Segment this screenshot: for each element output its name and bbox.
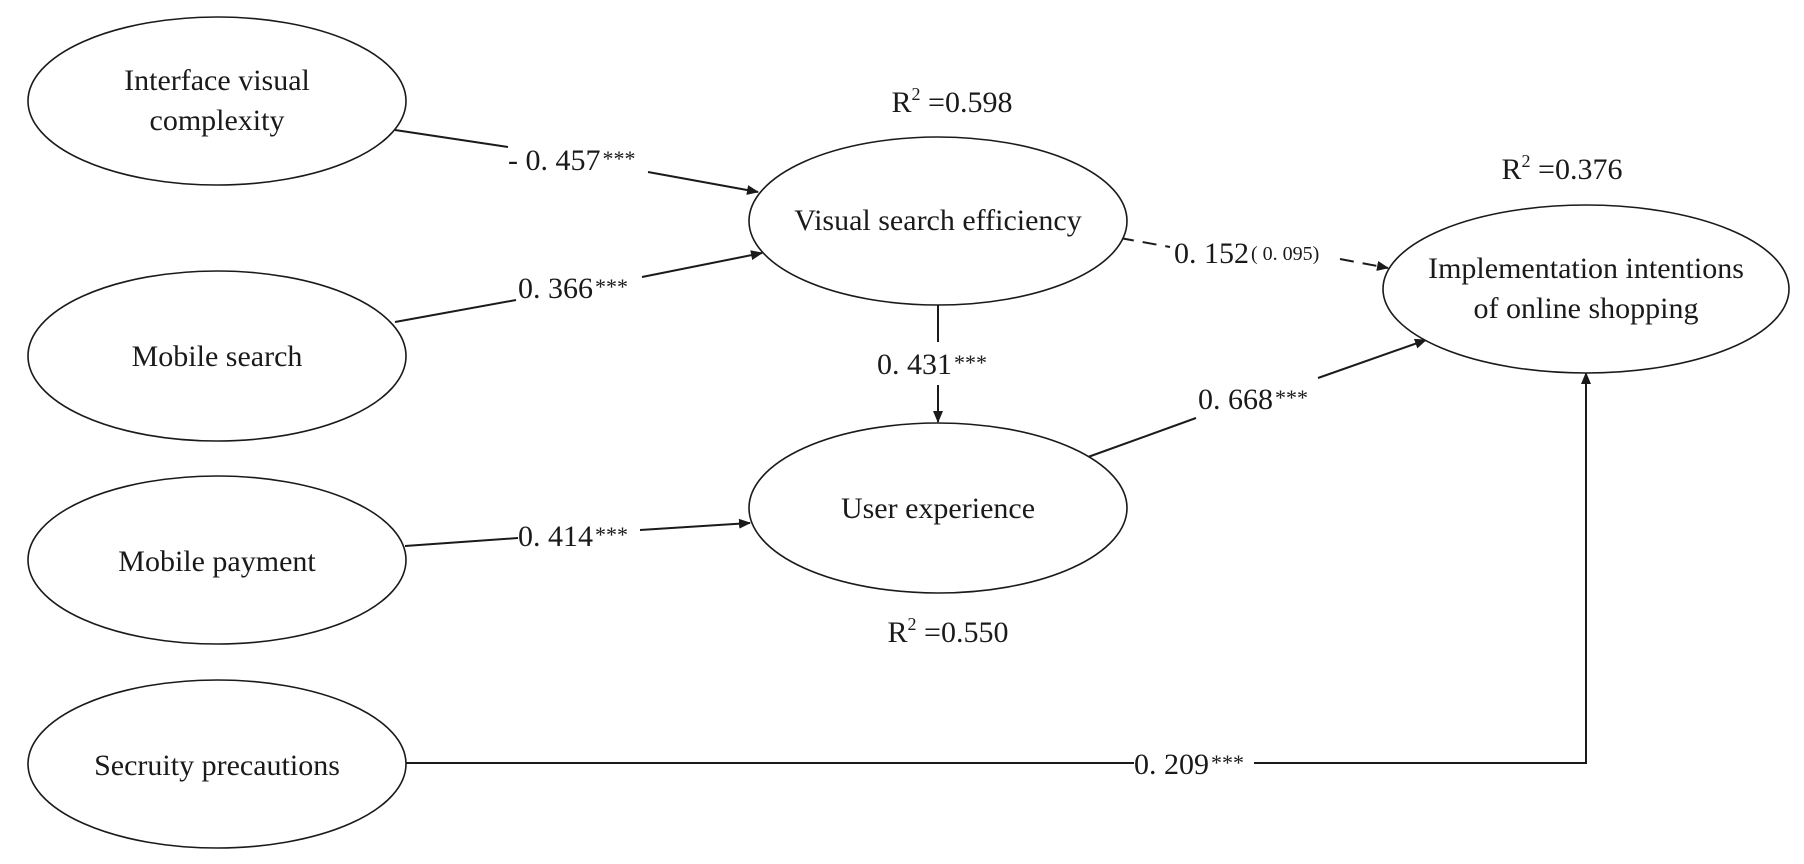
path-line xyxy=(1119,237,1171,248)
node-ellipse xyxy=(748,136,1128,306)
node-label: Visual search efficiency xyxy=(794,204,1082,237)
node-label: Secruity precautions xyxy=(94,749,340,782)
node-mobile-payment: Mobile payment xyxy=(27,475,407,645)
path-coefficient: 0. 414*** xyxy=(518,520,628,553)
node-label-line-2: complexity xyxy=(150,104,285,137)
path-arrow xyxy=(1317,338,1427,379)
path-line xyxy=(394,299,517,323)
node-implementation-intentions: Implementation intentions of online shop… xyxy=(1382,204,1790,374)
node-ellipse xyxy=(27,475,407,645)
path-coefficient: 0. 209*** xyxy=(1134,748,1244,781)
node-label: User experience xyxy=(841,492,1035,525)
path-mp-to-ue: 0. 414*** xyxy=(404,518,751,553)
node-label-line-1: Interface visual xyxy=(124,64,310,97)
path-ms-to-vse: 0. 366*** xyxy=(394,250,763,323)
node-label: Mobile payment xyxy=(118,545,316,578)
path-arrow xyxy=(1339,258,1389,271)
node-interface-visual-complexity: Interface visual complexity xyxy=(27,16,407,186)
path-arrow xyxy=(641,250,763,278)
path-arrow xyxy=(639,518,751,531)
r-squared-implementation-intentions: R2 =0.376 xyxy=(1502,151,1623,186)
node-label: Mobile search xyxy=(132,340,303,373)
path-arrow xyxy=(647,171,759,195)
node-user-experience: User experience xyxy=(748,422,1128,594)
path-line xyxy=(404,537,519,547)
path-line xyxy=(394,129,509,148)
path-coefficient: 0. 668*** xyxy=(1198,383,1308,416)
path-coefficient: 0. 366*** xyxy=(518,272,628,305)
node-ellipse xyxy=(27,679,407,849)
node-ellipse xyxy=(27,16,407,186)
path-coefficient: 0. 431*** xyxy=(877,348,987,381)
path-vse-to-ue: 0. 431*** xyxy=(877,305,987,423)
path-ivc-to-vse: - 0. 457*** xyxy=(394,129,759,195)
node-mobile-search: Mobile search xyxy=(27,270,407,442)
path-line xyxy=(1087,417,1197,458)
node-visual-search-efficiency: Visual search efficiency xyxy=(748,136,1128,306)
node-ellipse xyxy=(1382,204,1790,374)
path-vse-to-ii: 0. 152( 0. 095) xyxy=(1119,237,1389,271)
path-sp-to-ii: 0. 209*** xyxy=(405,372,1591,781)
path-coefficient: - 0. 457*** xyxy=(508,144,636,177)
r-squared-visual-search-efficiency: R2 =0.598 xyxy=(892,84,1013,119)
node-label-line-2: of online shopping xyxy=(1474,292,1699,325)
node-ellipse xyxy=(748,422,1128,594)
node-label-line-1: Implementation intentions xyxy=(1428,252,1744,285)
node-ellipse xyxy=(27,270,407,442)
path-coefficient: 0. 152( 0. 095) xyxy=(1174,237,1319,270)
r-squared-user-experience: R2 =0.550 xyxy=(888,614,1009,649)
path-arrow xyxy=(1254,372,1591,764)
path-ue-to-ii: 0. 668*** xyxy=(1087,338,1427,458)
node-security-precautions: Secruity precautions xyxy=(27,679,407,849)
